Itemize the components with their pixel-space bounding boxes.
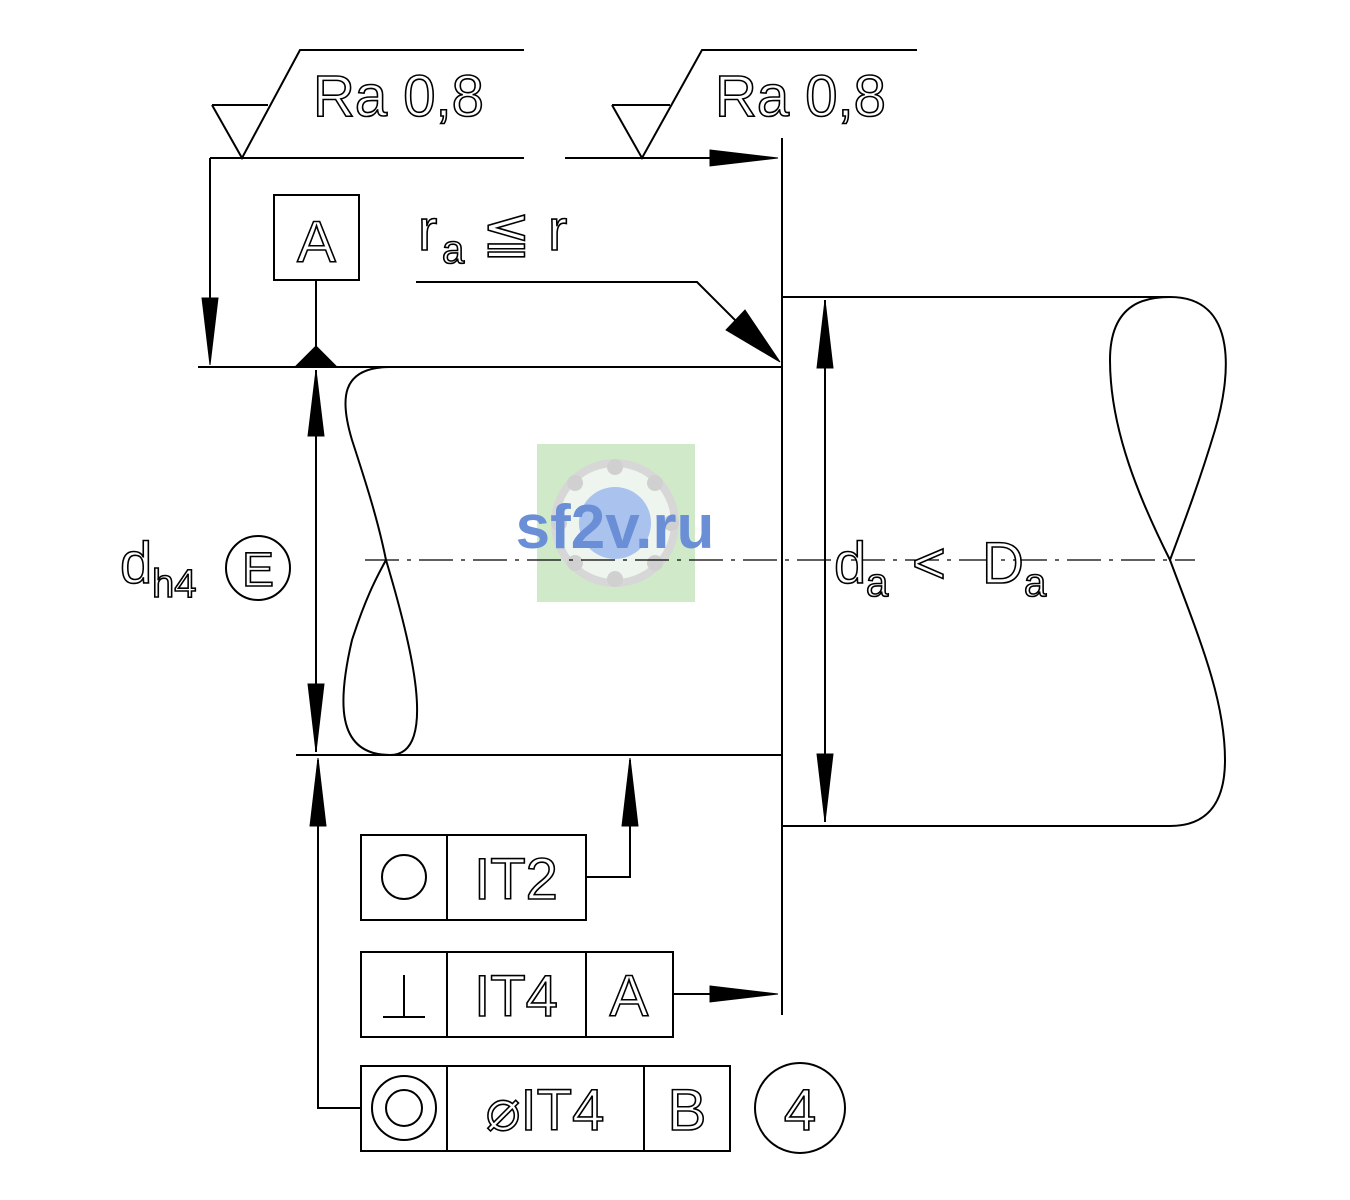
shaft-diameter-dimension: d h4 E xyxy=(119,369,325,753)
perpendicularity-symbol-icon xyxy=(383,975,425,1018)
radius-note-r: r xyxy=(418,198,437,263)
arrowhead xyxy=(307,369,325,437)
arrowhead xyxy=(816,299,834,369)
note-balloon-icon xyxy=(754,1062,846,1154)
datum-triangle-icon xyxy=(294,345,338,367)
shaft-outline xyxy=(198,366,782,757)
arrowhead xyxy=(709,985,779,1003)
arrowhead xyxy=(709,149,779,167)
arrowhead xyxy=(309,757,327,827)
radius-note-rhs: r xyxy=(548,198,567,263)
envelope-requirement-icon xyxy=(225,535,291,601)
radius-note: r a ≦ r xyxy=(416,197,781,363)
note-number: 4 xyxy=(784,1078,816,1143)
roughness-symbol-left: Ra 0,8 xyxy=(211,49,524,161)
coaxiality-datum: B xyxy=(668,1078,707,1143)
roughness-left-label: Ra 0,8 xyxy=(313,64,484,129)
arrowhead xyxy=(621,757,639,827)
arrowhead xyxy=(725,309,781,363)
roundness-tolerance: IT2 xyxy=(474,847,558,912)
coaxiality-tolerance: ⌀IT4 xyxy=(486,1078,605,1143)
envelope-label: E xyxy=(242,544,274,597)
datum-a-label: A xyxy=(297,210,336,275)
arrowhead xyxy=(816,753,834,823)
housing-diameter-dimension: d a < D a xyxy=(816,299,1048,823)
housing-dim-D: D xyxy=(982,531,1024,596)
bearing-balls-icon xyxy=(551,459,679,587)
radius-note-operator: ≦ xyxy=(482,200,531,265)
datum-a-feature: A xyxy=(273,194,360,367)
housing-dim-operator: < xyxy=(912,531,946,596)
shaft-dim-subscript: h4 xyxy=(152,562,197,606)
housing-outline xyxy=(782,296,1227,827)
roundness-symbol-icon xyxy=(381,854,427,900)
arrowhead xyxy=(307,683,325,753)
arrowhead xyxy=(201,297,219,366)
roughness-leader-lines xyxy=(201,149,779,366)
perpendicularity-datum: A xyxy=(610,964,649,1029)
roughness-symbol-right: Ra 0,8 xyxy=(611,49,917,161)
radius-note-subscript: a xyxy=(442,228,465,272)
roughness-right-label: Ra 0,8 xyxy=(715,64,886,129)
bearing-inner-ring-icon xyxy=(579,487,651,559)
housing-dim-D-subscript: a xyxy=(1024,561,1047,605)
perpendicularity-tolerance: IT4 xyxy=(474,964,558,1029)
watermark-text: sf2v.ru xyxy=(516,493,715,562)
fcf-perpendicularity: IT4 A xyxy=(360,951,779,1038)
shaft-dim-d: d xyxy=(120,531,152,596)
fcf-roundness: IT2 xyxy=(360,757,639,921)
housing-dim-subscript: a xyxy=(866,561,889,605)
coaxiality-symbol-icon xyxy=(371,1075,437,1141)
fcf-coaxiality: ⌀IT4 B 4 xyxy=(309,757,846,1154)
housing-dim-d: d xyxy=(834,531,866,596)
watermark: sf2v.ru xyxy=(516,444,715,602)
